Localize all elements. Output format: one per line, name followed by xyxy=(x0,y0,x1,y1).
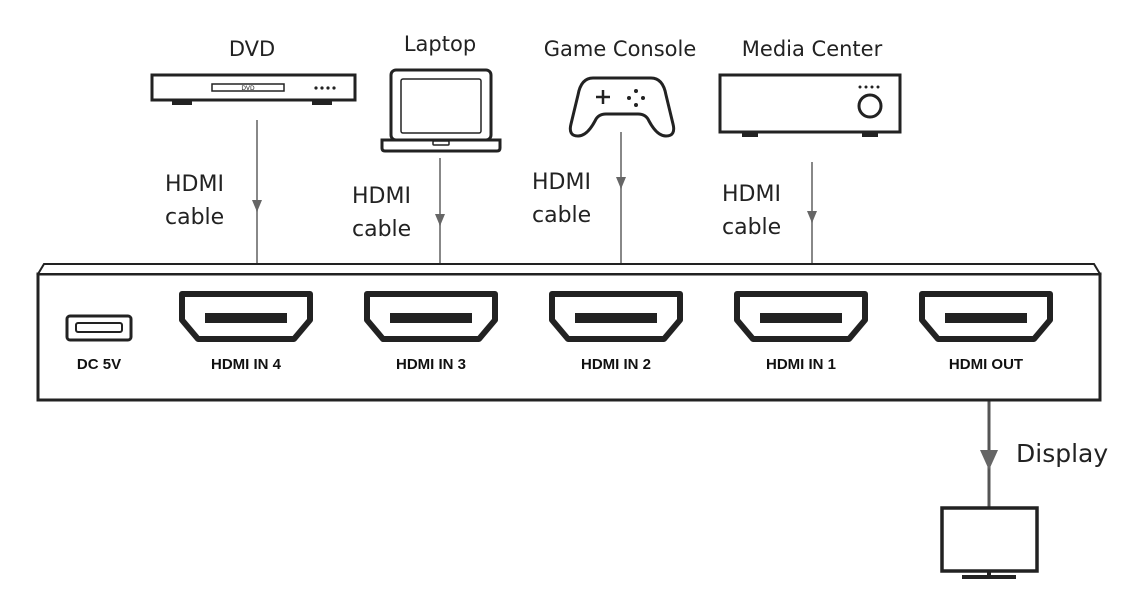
game-console-label: Game Console xyxy=(543,37,697,61)
dc-power-label: DC 5V xyxy=(76,356,122,373)
hdmi-in-4-port xyxy=(179,291,313,342)
cable-label-laptop: HDMI cable xyxy=(352,184,412,242)
cable-media-center xyxy=(807,162,817,274)
dvd-label: DVD xyxy=(228,37,276,61)
hdmi-in-4-label: HDMI IN 4 xyxy=(210,356,282,373)
media-center-label: Media Center xyxy=(741,37,883,61)
hdmi-in-2-port xyxy=(549,291,683,342)
hdmi-out-label: HDMI OUT xyxy=(948,356,1024,373)
cable-label-dvd: HDMI cable xyxy=(165,172,225,230)
hdmi-in-3-label: HDMI IN 3 xyxy=(395,356,467,373)
cable-laptop xyxy=(435,158,445,274)
hdmi-out-port xyxy=(919,291,1053,342)
hdmi-in-1-label: HDMI IN 1 xyxy=(765,356,837,373)
cable-label-game-console: HDMI cable xyxy=(532,170,592,228)
dvd-slot-text: DVD xyxy=(241,85,255,92)
cable-dvd xyxy=(252,120,262,274)
game-controller-icon xyxy=(568,76,676,138)
laptop-label: Laptop xyxy=(403,32,477,56)
hdmi-in-3-port xyxy=(364,291,498,342)
dc-power-port xyxy=(65,314,133,342)
laptop-icon xyxy=(380,68,502,153)
dvd-player-icon: DVD xyxy=(150,73,357,105)
cable-label-media-center: HDMI cable xyxy=(722,182,782,240)
cable-display xyxy=(980,400,998,508)
media-center-icon xyxy=(718,73,902,137)
cable-game-console xyxy=(616,132,626,274)
monitor-icon xyxy=(940,506,1039,579)
hdmi-in-1-port xyxy=(734,291,868,342)
hdmi-in-2-label: HDMI IN 2 xyxy=(580,356,652,373)
display-label: Display xyxy=(1016,439,1109,468)
